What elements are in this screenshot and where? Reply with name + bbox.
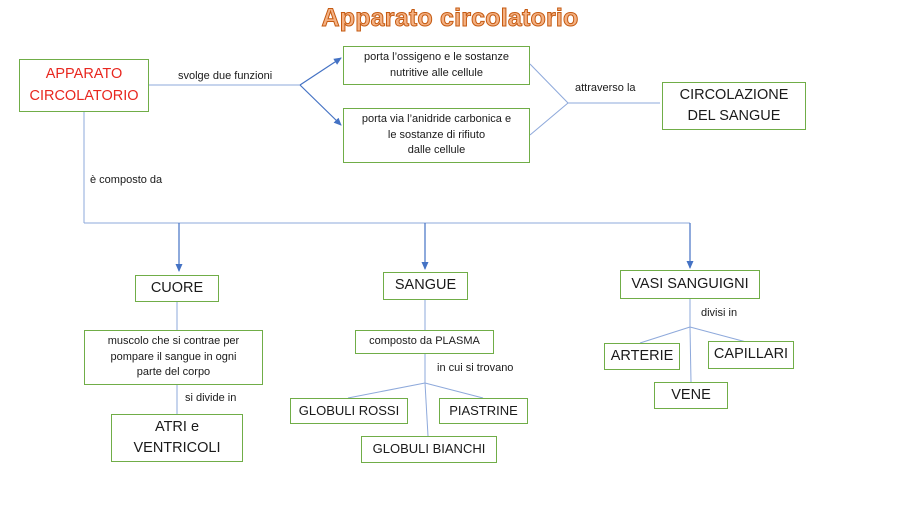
node-piastrine-label: PIASTRINE (449, 402, 518, 418)
node-porta-via-anidride-label: porta via l’anidride carbonica e le sost… (361, 112, 512, 157)
node-circolazione-sangue: CIRCOLAZIONE DEL SANGUE (662, 82, 806, 130)
connector-hub-bianchi (424, 382, 429, 437)
node-globuli-bianchi: GLOBULI BIANCHI (361, 436, 497, 463)
node-vene: VENE (654, 382, 728, 409)
node-cuore: CUORE (135, 275, 219, 302)
connector-anidride-merge (529, 102, 569, 136)
node-globuli-rossi-label: GLOBULI ROSSI (298, 402, 400, 418)
node-porta-via-anidride: porta via l’anidride carbonica e le sost… (343, 108, 530, 163)
edge-label-divide: si divide in (185, 392, 237, 404)
node-globuli-bianchi-label: GLOBULI BIANCHI (372, 441, 486, 457)
edge-label-attraverso: attraverso la (575, 82, 636, 94)
node-apparato-circolatorio-label: APPARATO CIRCOLATORIO (29, 66, 139, 104)
edge-label-divisi: divisi in (701, 307, 738, 319)
connector-hub-vene (689, 326, 692, 383)
diagram-title: Apparato circolatorio (321, 4, 579, 33)
node-arterie-label: ARTERIE (610, 347, 674, 364)
node-atri-ventricoli: ATRI e VENTRICOLI (111, 414, 243, 462)
node-porta-ossigeno-label: porta l’ossigeno e le sostanze nutritive… (364, 50, 509, 79)
node-muscolo: muscolo che si contrae per pompare il sa… (84, 330, 263, 385)
node-sangue-label: SANGUE (394, 277, 457, 294)
node-cuore-label: CUORE (150, 279, 204, 296)
node-arterie: ARTERIE (604, 343, 680, 370)
node-sangue: SANGUE (383, 272, 468, 300)
node-composto-plasma-label: composto da PLASMA (369, 335, 480, 348)
node-apparato-circolatorio: APPARATO CIRCOLATORIO (19, 59, 149, 112)
connector-hub-rossi (347, 382, 426, 399)
node-atri-ventricoli-label: ATRI e VENTRICOLI (133, 418, 221, 456)
node-porta-ossigeno: porta l’ossigeno e le sostanze nutritive… (343, 46, 530, 85)
connector-ossigeno-merge (529, 63, 569, 104)
edge-label-svolge: svolge due funzioni (178, 70, 273, 82)
node-vasi-sanguigni-label: VASI SANGUIGNI (631, 275, 749, 292)
edge-label-composto: è composto da (90, 174, 163, 186)
node-vasi-sanguigni: VASI SANGUIGNI (620, 270, 760, 299)
node-capillari-label: CAPILLARI (713, 346, 789, 363)
connector-hub-piastrine (424, 382, 484, 399)
node-circolazione-sangue-label: CIRCOLAZIONE DEL SANGUE (679, 86, 789, 124)
node-globuli-rossi: GLOBULI ROSSI (290, 398, 408, 424)
arrow-to-ossigeno (299, 57, 342, 86)
node-vene-label: VENE (671, 386, 711, 403)
node-muscolo-label: muscolo che si contrae per pompare il sa… (107, 334, 240, 379)
connector-hub-capillari (689, 326, 751, 344)
connector-hub-arterie (639, 326, 691, 344)
node-composto-plasma: composto da PLASMA (355, 330, 494, 354)
node-capillari: CAPILLARI (708, 341, 794, 369)
edge-label-trovano: in cui si trovano (437, 362, 514, 374)
node-piastrine: PIASTRINE (439, 398, 528, 424)
arrow-to-anidride (299, 84, 342, 126)
